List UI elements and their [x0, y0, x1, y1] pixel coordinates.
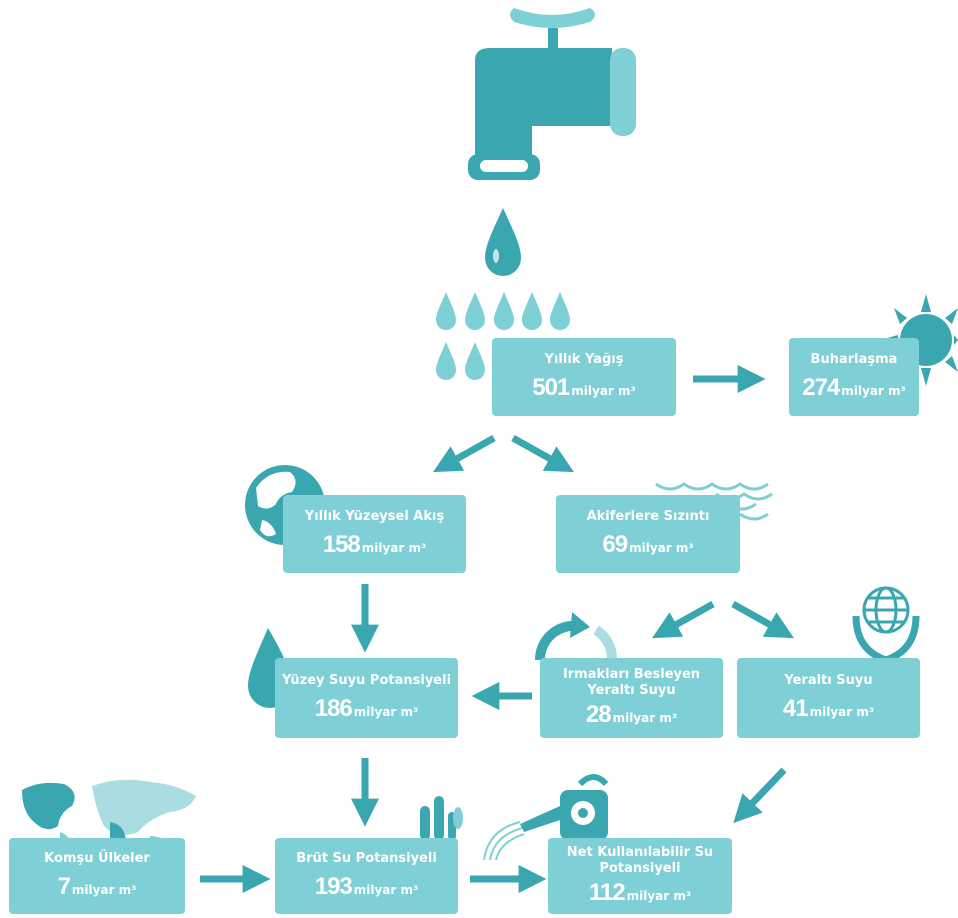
node-unit: milyar m³ — [626, 889, 692, 903]
node-unit: milyar m³ — [841, 384, 906, 398]
node-unit: milyar m³ — [361, 541, 427, 555]
flow-arrows — [200, 365, 794, 893]
sprinkle-icon — [483, 821, 525, 861]
water-drop-icon — [485, 208, 521, 276]
node-value: 112 — [588, 879, 626, 906]
node-title: Akiferlere Sızıntı — [586, 509, 710, 524]
node-value: 193 — [314, 873, 353, 900]
globe-hands-icon — [852, 586, 920, 664]
node-title: Irmakları Besleyen Yeraltı Suyu — [562, 667, 701, 698]
node-unit: milyar m³ — [612, 711, 678, 725]
faucet-icon — [468, 8, 636, 180]
node-value: 69 — [602, 531, 628, 558]
rain-drops-icon — [436, 292, 570, 380]
node-title: Yeraltı Suyu — [784, 673, 873, 688]
node-title: Net Kullanılabilir Su Potansiyeli — [566, 845, 714, 876]
plant-icon — [420, 796, 463, 840]
node-title: Komşu Ülkeler — [44, 851, 150, 866]
node-value: 274 — [802, 374, 840, 401]
node-title: Yüzey Suyu Potansiyeli — [281, 673, 452, 688]
node-title: Brüt Su Potansiyeli — [296, 851, 437, 866]
node-value: 158 — [322, 531, 361, 558]
node-unit: milyar m³ — [353, 705, 419, 719]
node-value: 41 — [782, 695, 809, 722]
node-value: 501 — [532, 374, 570, 401]
node-title: Yıllık Yağış — [544, 352, 624, 367]
node-value: 7 — [57, 873, 71, 900]
node-unit: milyar m³ — [809, 705, 875, 719]
node-title: Buharlaşma — [810, 352, 898, 367]
recycle-arrow-icon — [534, 612, 617, 661]
node-unit: milyar m³ — [71, 883, 137, 897]
node-unit: milyar m³ — [571, 384, 636, 398]
node-title: Yıllık Yüzeysel Akış — [304, 509, 445, 524]
node-unit: milyar m³ — [353, 883, 419, 897]
node-unit: milyar m³ — [629, 541, 694, 555]
node-value: 186 — [314, 695, 353, 722]
watering-can-icon — [520, 774, 609, 840]
node-value: 28 — [585, 701, 612, 728]
